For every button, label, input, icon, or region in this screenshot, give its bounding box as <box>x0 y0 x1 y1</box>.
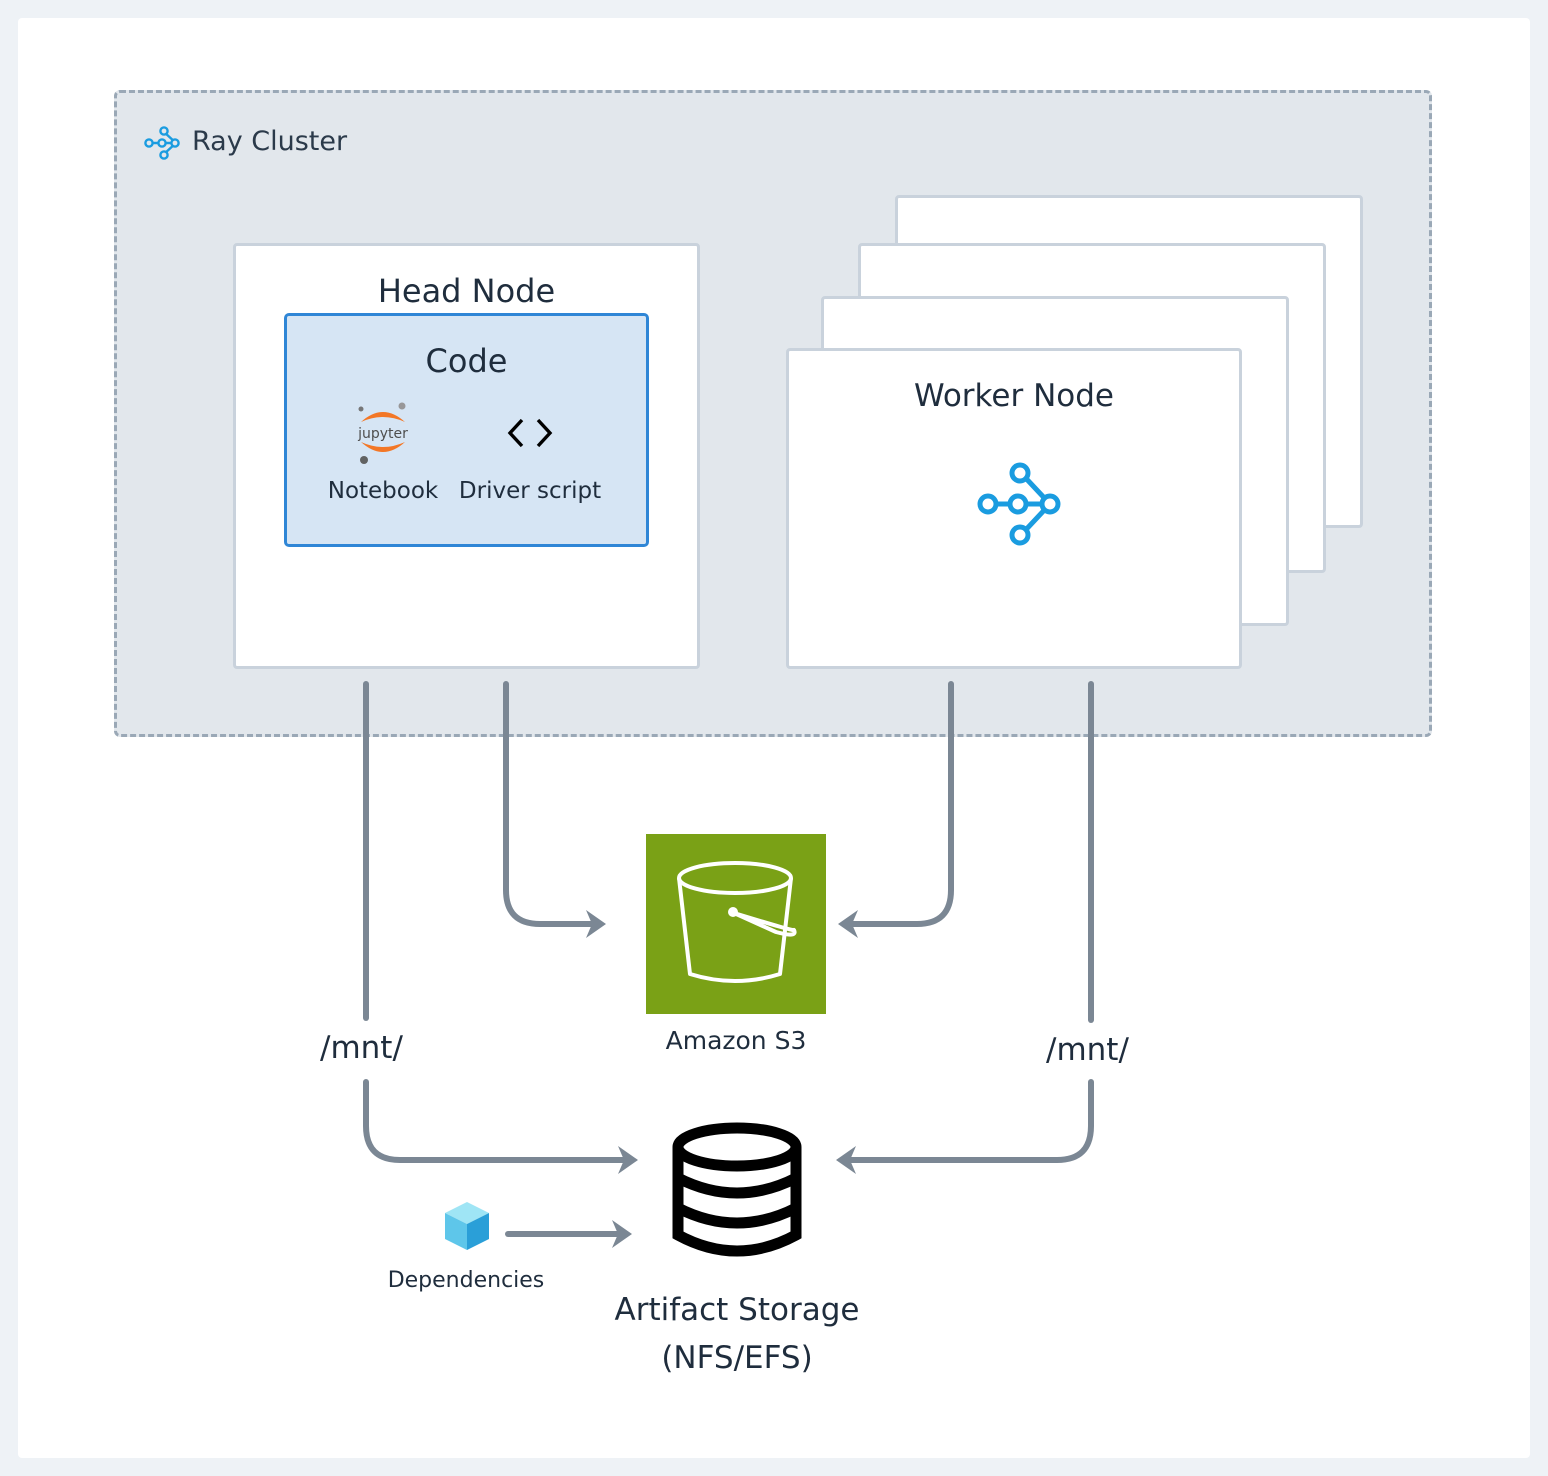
driver-script-label: Driver script <box>458 478 602 504</box>
code-brackets-icon <box>507 418 553 448</box>
arrowhead-worker-storage <box>836 1146 856 1174</box>
cube-icon <box>445 1202 489 1250</box>
mnt-label-left: /mnt/ <box>320 1030 403 1066</box>
notebook-label: Notebook <box>327 478 439 504</box>
worker-node <box>786 348 1242 669</box>
s3-bucket-icon <box>646 834 826 1014</box>
jupyter-icon: jupyter <box>357 402 408 464</box>
storage-label-line2: (NFS/EFS) <box>661 1340 813 1376</box>
worker-to-storage-connector <box>845 1079 1094 1163</box>
worker-node-title: Worker Node <box>914 378 1114 414</box>
arrowhead-dependencies <box>612 1220 632 1248</box>
mnt-label-right: /mnt/ <box>1046 1032 1129 1068</box>
head-to-s3-connector <box>503 681 599 927</box>
head-to-storage-connector <box>363 1079 631 1163</box>
head-node-title: Head Node <box>377 272 556 310</box>
dependencies-label: Dependencies <box>387 1268 545 1293</box>
storage-label-line1: Artifact Storage <box>614 1292 860 1328</box>
storage-label: Artifact Storage (NFS/EFS) <box>586 1286 888 1382</box>
cluster-title: Ray Cluster <box>192 126 348 157</box>
ray-icon <box>144 126 180 160</box>
code-box <box>284 313 649 547</box>
code-title: Code <box>425 342 508 380</box>
worker-ray-icon <box>977 462 1061 546</box>
s3-label: Amazon S3 <box>665 1026 807 1055</box>
database-icon <box>672 1122 802 1257</box>
arrowhead-worker-s3 <box>838 910 858 938</box>
jupyter-wordmark: jupyter <box>357 426 408 442</box>
arrowhead-head-storage <box>618 1146 638 1174</box>
arrowhead-head-s3 <box>586 910 606 938</box>
worker-to-s3-connector <box>845 681 954 927</box>
